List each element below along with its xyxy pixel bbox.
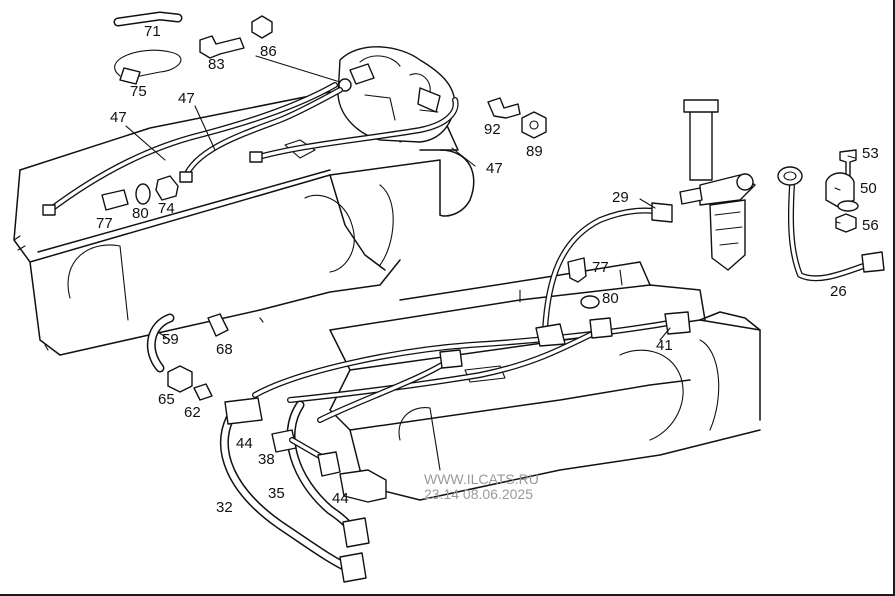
pipe-26: [777, 166, 885, 282]
callout-77-right[interactable]: 77: [592, 259, 609, 276]
callout-65[interactable]: 65: [158, 391, 175, 408]
watermark-date: 23.14 08.06.2025: [424, 485, 533, 502]
callout-68[interactable]: 68: [216, 341, 233, 358]
callout-75[interactable]: 75: [130, 83, 147, 100]
callout-86[interactable]: 86: [260, 43, 277, 60]
callout-26[interactable]: 26: [830, 283, 847, 300]
callout-74[interactable]: 74: [158, 200, 175, 217]
callout-29[interactable]: 29: [612, 189, 629, 206]
watermark: WWW.ILCATS.RU 23.14 08.06.2025: [424, 472, 539, 501]
pipe-29: [542, 202, 673, 333]
callout-89[interactable]: 89: [526, 143, 543, 160]
callout-53[interactable]: 53: [862, 145, 879, 162]
callout-56[interactable]: 56: [862, 217, 879, 234]
injection-pump: [337, 46, 456, 143]
callout-50[interactable]: 50: [860, 180, 877, 197]
callout-80-right[interactable]: 80: [602, 290, 619, 307]
callout-47-right[interactable]: 47: [486, 160, 503, 177]
watermark-site: WWW.ILCATS.RU: [424, 471, 539, 487]
fuel-filter: [679, 99, 756, 271]
callout-77-left[interactable]: 77: [96, 215, 113, 232]
small-parts: [101, 11, 859, 503]
callout-59[interactable]: 59: [162, 331, 179, 348]
callout-80-left[interactable]: 80: [132, 205, 149, 222]
callout-62[interactable]: 62: [184, 404, 201, 421]
callout-35[interactable]: 35: [268, 485, 285, 502]
callout-41[interactable]: 41: [656, 337, 673, 354]
callout-71[interactable]: 71: [144, 23, 161, 40]
callout-47-left[interactable]: 47: [110, 109, 127, 126]
lower-cylinder-head: [329, 261, 761, 501]
callout-38[interactable]: 38: [258, 451, 275, 468]
upper-pipes-47: [42, 82, 459, 216]
leader-lines: [125, 55, 856, 341]
callout-44-right[interactable]: 44: [332, 490, 349, 507]
callout-47-middle[interactable]: 47: [178, 90, 195, 107]
callout-92[interactable]: 92: [484, 121, 501, 138]
lower-pipes-41: [252, 311, 691, 423]
callout-44-left[interactable]: 44: [236, 435, 253, 452]
callout-83[interactable]: 83: [208, 56, 225, 73]
callout-32[interactable]: 32: [216, 499, 233, 516]
